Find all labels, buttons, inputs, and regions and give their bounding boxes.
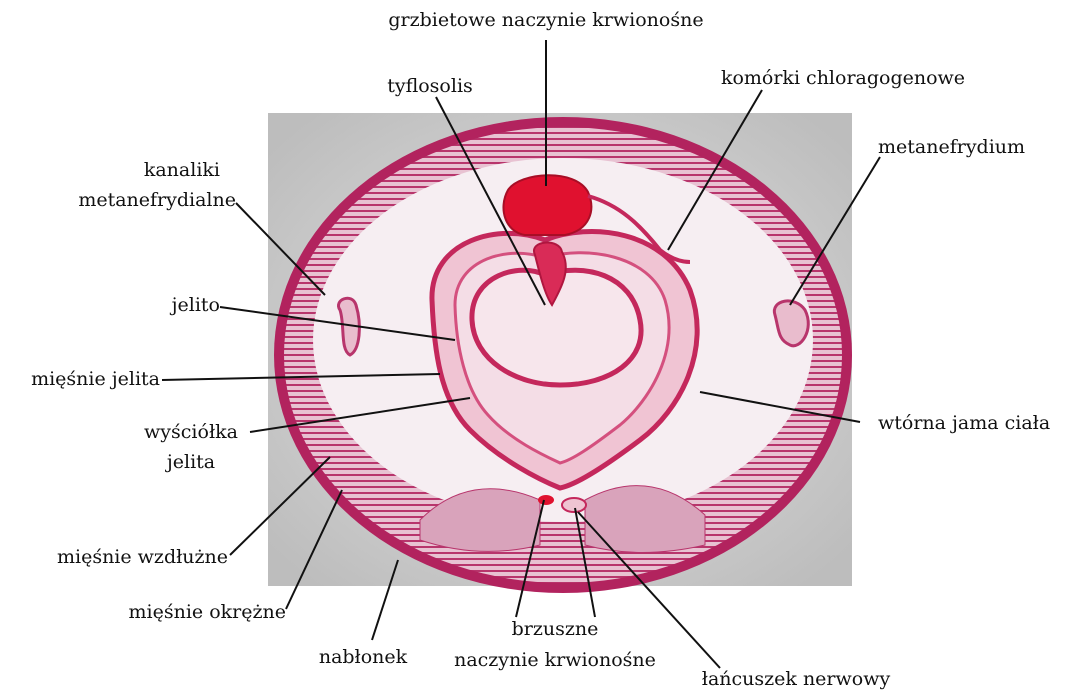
leader-ventral-vessel-a: [516, 500, 544, 617]
label-gut-lining-line2: jelita: [130, 450, 252, 474]
label-gut-muscles: mięśnie jelita: [0, 367, 160, 391]
label-nephridial-tubules-line1: kanaliki: [60, 158, 220, 182]
label-ventral-vessel-line2: naczynie krwionośne: [438, 648, 672, 672]
label-gut-lining-line1: wyściółka: [130, 420, 252, 444]
label-metanephridium: metanefrydium: [878, 135, 1025, 159]
leader-gut-lining: [250, 398, 470, 432]
leader-chloragogen: [668, 90, 762, 250]
leader-metanephridium: [790, 157, 880, 305]
label-typhlosole: tyflosolis: [368, 74, 492, 98]
leader-epithelium: [372, 560, 398, 640]
leader-intestine: [220, 307, 455, 340]
label-ventral-vessel-line1: brzuszne: [470, 617, 640, 641]
leader-gut-muscles: [162, 374, 440, 380]
leader-coelom: [700, 392, 860, 422]
leader-ventral-vessel-b: [575, 508, 595, 617]
label-epithelium: nabłonek: [298, 645, 428, 669]
label-chloragogen-cells: komórki chloragogenowe: [698, 66, 988, 90]
leader-nerve-cord: [578, 512, 720, 668]
label-dorsal-blood-vessel: grzbietowe naczynie krwionośne: [376, 8, 716, 32]
label-longitudinal-muscles: mięśnie wzdłużne: [0, 545, 228, 569]
label-coelom: wtórna jama ciała: [878, 411, 1050, 435]
leader-typhlosole: [436, 97, 545, 305]
label-circular-muscles: mięśnie okrężne: [40, 600, 286, 624]
label-nephridial-tubules-line2: metanefrydialne: [40, 188, 236, 212]
label-nerve-cord: łańcuszek nerwowy: [676, 667, 916, 691]
leader-nephridial-tubules: [236, 203, 325, 295]
label-intestine: jelito: [100, 293, 220, 317]
leader-circular-muscles: [286, 490, 342, 609]
